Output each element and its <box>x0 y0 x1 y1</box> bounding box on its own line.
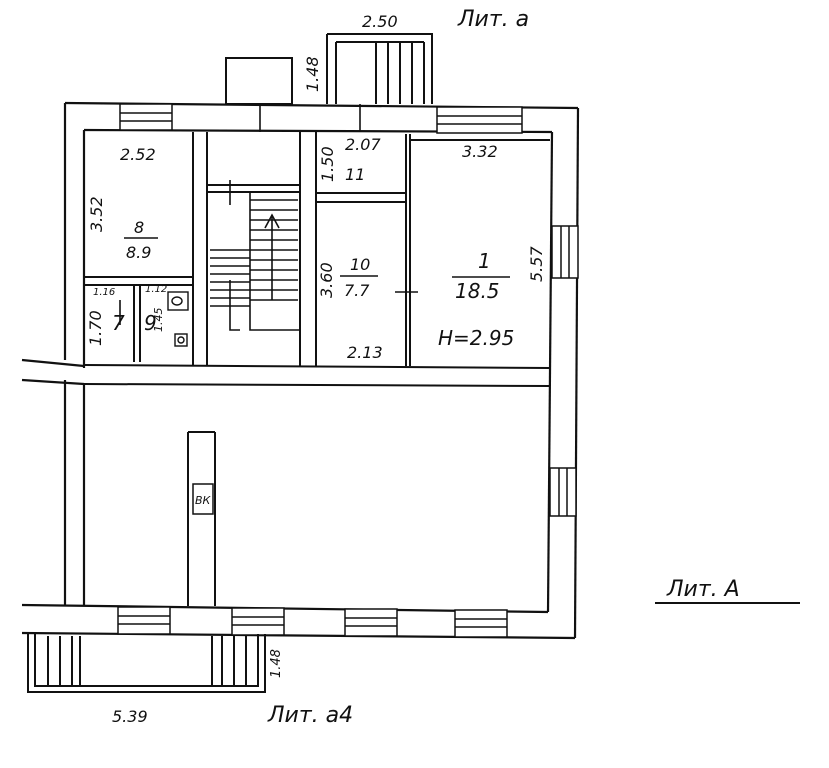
dim-porch-depth: 1.48 <box>303 56 322 92</box>
dim-porch-width: 2.50 <box>362 12 398 31</box>
room7-number: 7 <box>112 311 125 335</box>
room9-number: 9 <box>144 311 157 335</box>
dim-wc-side: 1.45 <box>152 308 165 333</box>
room11-number: 11 <box>345 165 365 184</box>
dim-bottom-depth: 1.48 <box>269 649 284 678</box>
dim-room1-depth: 5.57 <box>527 246 546 282</box>
dim-room11-width: 2.07 <box>345 135 381 154</box>
dim-room8-depth: 3.52 <box>87 196 106 232</box>
room1-number: 1 <box>478 249 491 273</box>
staircase <box>210 180 300 331</box>
dim-wc-top-b: 1.12 <box>145 284 167 295</box>
room8-area: 8.9 <box>126 243 151 262</box>
room10-number: 10 <box>350 255 370 274</box>
interior-walls <box>83 132 551 606</box>
dim-wc-left: 1.70 <box>86 310 105 346</box>
wc-fixtures <box>167 291 189 347</box>
windows <box>117 103 579 638</box>
bottom-porch <box>27 634 266 693</box>
ventilation-label: ВК <box>195 494 212 507</box>
dim-room10-depth: 3.60 <box>317 262 336 298</box>
top-label: Лит. а <box>457 7 529 32</box>
door-marks <box>119 104 418 325</box>
right-label: Лит. А <box>666 577 740 602</box>
dim-room11-depth: 1.50 <box>318 146 337 182</box>
room1-area: 18.5 <box>455 279 500 303</box>
dim-wc-top-a: 1.16 <box>93 287 115 298</box>
top-porch <box>225 33 433 105</box>
room10-area: 7.7 <box>344 281 370 300</box>
ceiling-height: H=2.95 <box>438 326 514 350</box>
room8-number: 8 <box>134 218 144 237</box>
dim-room10-width: 2.13 <box>347 343 383 362</box>
bottom-label: Лит. а4 <box>267 703 353 728</box>
dim-bottom-width: 5.39 <box>112 707 148 726</box>
dim-room8-width: 2.52 <box>120 145 156 164</box>
ventilation-unit <box>192 483 214 515</box>
dim-room1-width: 3.32 <box>462 142 498 161</box>
